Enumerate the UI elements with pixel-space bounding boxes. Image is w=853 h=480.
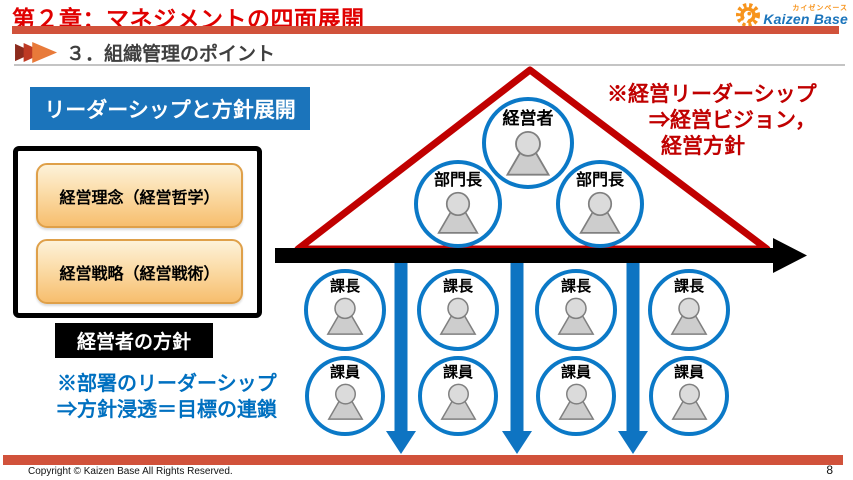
person-icon: [321, 296, 369, 336]
person-icon: [553, 382, 600, 421]
policy-caption: 経営者の方針: [55, 323, 213, 358]
org-node-chief: 課長: [648, 269, 730, 351]
down-arrow: [502, 263, 532, 454]
dept-note-line2: ⇒方針浸透＝目標の連鎖: [57, 399, 277, 421]
person-icon: [434, 296, 482, 336]
org-node-label: 課員: [329, 364, 360, 381]
person-icon: [665, 296, 713, 336]
person-icon: [573, 190, 627, 235]
policy-item-strategy: 経営戦略（経営戦術）: [36, 239, 243, 304]
logo-brand: Kaizen Base: [763, 10, 848, 27]
org-node-label: 課員: [560, 364, 591, 381]
person-icon: [666, 382, 713, 421]
org-node-label: 課長: [673, 278, 704, 295]
down-arrow: [386, 263, 416, 454]
org-node-staff: 課員: [649, 356, 729, 436]
dept-leadership-note: ※部署のリーダーシップ ⇒方針浸透＝目標の連鎖: [57, 371, 277, 423]
org-node-chief: 課長: [304, 269, 386, 351]
org-node-ceo: 経営者: [482, 97, 574, 189]
org-node-label: 部門長: [575, 172, 624, 189]
logo-kana: カイゼンベース: [792, 4, 848, 12]
logo-text: カイゼンベース Kaizen Base: [763, 5, 848, 26]
triple-arrow-icon: [15, 42, 58, 63]
policy-item-philosophy: 経営理念（経営哲学）: [36, 163, 243, 228]
org-node-label: 部門長: [433, 172, 482, 189]
org-node-manager: 部門長: [556, 160, 644, 248]
org-node-staff: 課員: [536, 356, 616, 436]
org-node-label: 課長: [560, 278, 591, 295]
title-underline-bar: [12, 26, 839, 34]
org-node-manager: 部門長: [414, 160, 502, 248]
org-node-staff: 課員: [305, 356, 385, 436]
down-arrow: [618, 263, 648, 454]
copyright: Copyright © Kaizen Base All Rights Reser…: [28, 466, 233, 477]
org-node-chief: 課長: [417, 269, 499, 351]
right-arrow: [275, 238, 807, 273]
org-node-label: 経営者: [502, 109, 554, 128]
section-divider: [14, 64, 845, 66]
page-number: 8: [826, 463, 833, 477]
gear-icon: [736, 3, 761, 27]
person-icon: [499, 129, 557, 177]
org-node-label: 課員: [442, 364, 473, 381]
section-header: ３．組織管理のポイント: [15, 39, 275, 66]
lead-box: リーダーシップと方針展開: [30, 87, 310, 130]
org-node-label: 課員: [673, 364, 704, 381]
footer-bar: [3, 455, 843, 465]
org-node-chief: 課長: [535, 269, 617, 351]
kaizen-base-logo: カイゼンベース Kaizen Base: [735, 2, 848, 28]
person-icon: [431, 190, 485, 235]
org-node-label: 課長: [442, 278, 473, 295]
dept-note-line1: ※部署のリーダーシップ: [57, 373, 277, 395]
person-icon: [552, 296, 600, 336]
org-node-label: 課長: [329, 278, 360, 295]
person-icon: [322, 382, 369, 421]
section-title: ３．組織管理のポイント: [66, 44, 276, 65]
exec-note-line3: 経営方針: [661, 135, 745, 158]
person-icon: [435, 382, 482, 421]
org-node-staff: 課員: [418, 356, 498, 436]
